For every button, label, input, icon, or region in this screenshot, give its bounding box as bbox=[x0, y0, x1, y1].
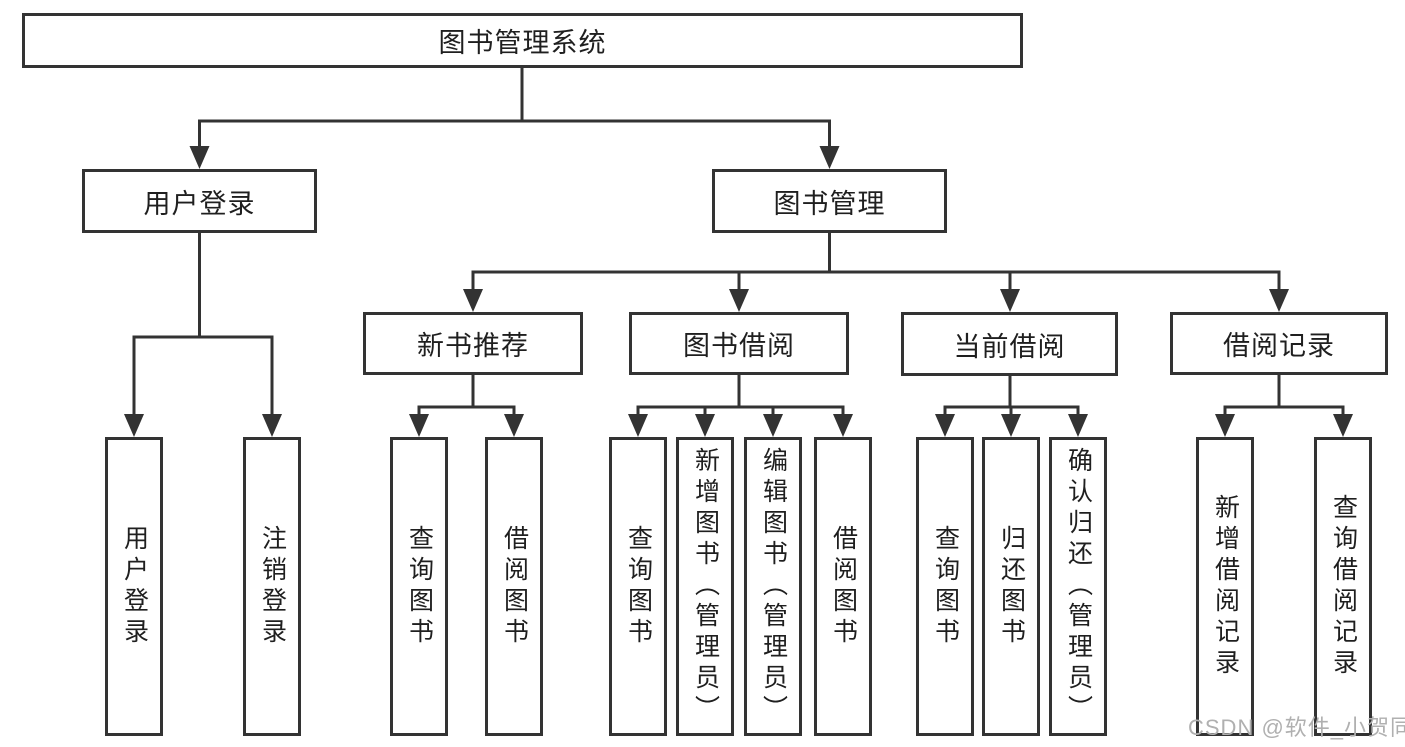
leaf-add-borrow-record: 新增借阅记录 bbox=[1196, 437, 1254, 736]
leaf-return-book: 归还图书 bbox=[982, 437, 1040, 736]
node-borrow-records-label: 借阅记录 bbox=[1223, 331, 1335, 361]
leaf-user-login-label: 用户登录 bbox=[120, 524, 149, 649]
leaf-query-books-recommend-label: 查询图书 bbox=[405, 524, 434, 649]
leaf-query-borrow-record: 查询借阅记录 bbox=[1314, 437, 1372, 736]
leaf-logout-label: 注销登录 bbox=[258, 524, 287, 649]
node-borrow-records: 借阅记录 bbox=[1170, 312, 1388, 375]
leaf-edit-book-admin-label: 编辑图书（管理员） bbox=[759, 447, 788, 726]
leaf-add-book-admin: 新增图书（管理员） bbox=[676, 437, 734, 736]
leaf-add-book-admin-label: 新增图书（管理员） bbox=[691, 447, 720, 726]
leaf-borrow-books-recommend-label: 借阅图书 bbox=[500, 524, 529, 649]
leaf-borrow-books-recommend: 借阅图书 bbox=[485, 437, 543, 736]
leaf-borrow-books-borrow-label: 借阅图书 bbox=[829, 524, 858, 649]
leaf-confirm-return-admin: 确认归还（管理员） bbox=[1049, 437, 1107, 736]
leaf-logout: 注销登录 bbox=[243, 437, 301, 736]
node-new-book-recommend: 新书推荐 bbox=[363, 312, 583, 375]
node-root-label: 图书管理系统 bbox=[438, 28, 607, 58]
node-book-borrow-label: 图书借阅 bbox=[683, 331, 795, 361]
leaf-user-login: 用户登录 bbox=[105, 437, 163, 736]
leaf-query-borrow-record-label: 查询借阅记录 bbox=[1329, 493, 1358, 680]
leaf-return-book-label: 归还图书 bbox=[997, 524, 1026, 649]
leaf-query-books-current-label: 查询图书 bbox=[931, 524, 960, 649]
leaf-query-books-recommend: 查询图书 bbox=[390, 437, 448, 736]
node-book-management-branch-label: 图书管理 bbox=[773, 188, 886, 219]
leaf-query-books-borrow: 查询图书 bbox=[609, 437, 667, 736]
node-current-borrow: 当前借阅 bbox=[901, 312, 1118, 376]
node-current-borrow-label: 当前借阅 bbox=[953, 331, 1066, 362]
leaf-add-borrow-record-label: 新增借阅记录 bbox=[1211, 493, 1240, 680]
csdn-watermark: CSDN @软件_小贺同学 bbox=[1188, 715, 1405, 740]
node-user-login-branch-label: 用户登录 bbox=[143, 188, 256, 219]
node-new-book-recommend-label: 新书推荐 bbox=[417, 331, 529, 361]
node-root: 图书管理系统 bbox=[22, 13, 1023, 68]
leaf-edit-book-admin: 编辑图书（管理员） bbox=[744, 437, 802, 736]
leaf-query-books-borrow-label: 查询图书 bbox=[624, 524, 653, 649]
leaf-confirm-return-admin-label: 确认归还（管理员） bbox=[1064, 447, 1093, 726]
node-user-login-branch: 用户登录 bbox=[82, 169, 317, 233]
node-book-borrow: 图书借阅 bbox=[629, 312, 849, 375]
leaf-query-books-current: 查询图书 bbox=[916, 437, 974, 736]
node-book-management-branch: 图书管理 bbox=[712, 169, 947, 233]
leaf-borrow-books-borrow: 借阅图书 bbox=[814, 437, 872, 736]
